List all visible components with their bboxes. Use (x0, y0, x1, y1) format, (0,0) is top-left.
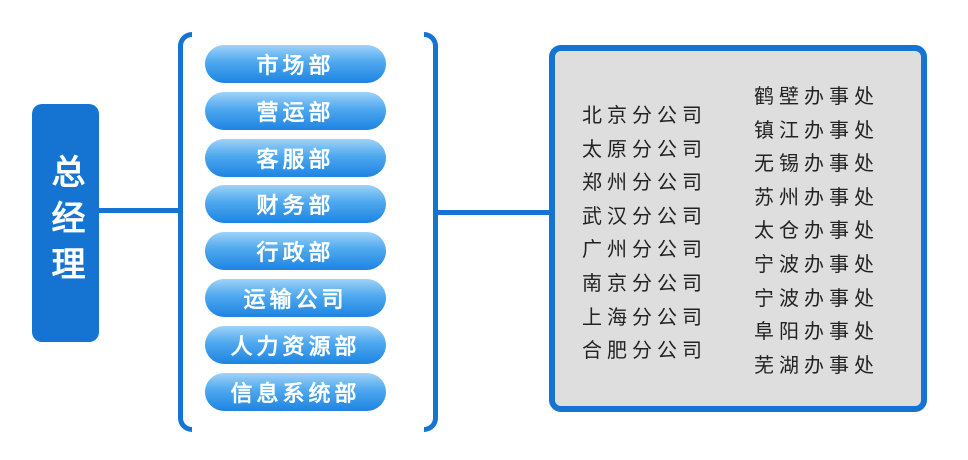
general-manager-label: 总经理 (45, 154, 85, 292)
departments-bracket-left (178, 32, 192, 432)
office-ningbo: 宁波办事处 (754, 251, 879, 276)
branch-nanjing: 南京分公司 (582, 270, 707, 295)
connector-manager-to-departments (99, 208, 180, 213)
department-administration: 行政部 (205, 232, 386, 271)
branch-taiyuan: 太原分公司 (582, 136, 707, 161)
office-fuyang: 阜阳办事处 (754, 319, 879, 344)
department-transport-company: 运输公司 (205, 278, 386, 317)
department-human-resources: 人力资源部 (205, 325, 386, 364)
general-manager-box: 总经理 (32, 104, 99, 342)
branch-guangzhou: 广州分公司 (582, 237, 707, 262)
department-marketing: 市场部 (205, 45, 386, 83)
branch-shanghai: 上海分公司 (582, 304, 707, 329)
department-list: 市场部 营运部 客服部 财务部 行政部 运输公司 人力资源部 信息系统部 (205, 45, 386, 419)
office-hebi: 鹤壁办事处 (754, 84, 879, 108)
branch-hefei: 合肥分公司 (582, 338, 707, 363)
department-finance: 财务部 (205, 185, 386, 224)
office-zhenjiang: 镇江办事处 (754, 117, 879, 142)
office-wuxi: 无锡办事处 (754, 151, 879, 176)
branch-wuhan: 武汉分公司 (582, 203, 707, 228)
connector-departments-to-branches (438, 210, 550, 215)
branch-company-list: 北京分公司 太原分公司 郑州分公司 武汉分公司 广州分公司 南京分公司 上海分公… (582, 99, 707, 368)
branch-zhengzhou: 郑州分公司 (582, 170, 707, 195)
branches-panel: 北京分公司 太原分公司 郑州分公司 武汉分公司 广州分公司 南京分公司 上海分公… (549, 45, 927, 412)
office-taicang: 太仓办事处 (754, 218, 879, 243)
office-list: 鹤壁办事处 镇江办事处 无锡办事处 苏州办事处 太仓办事处 宁波办事处 宁波办事… (754, 80, 879, 382)
department-operations: 营运部 (205, 91, 386, 130)
department-information-systems: 信息系统部 (205, 372, 386, 411)
departments-bracket-right (424, 32, 438, 432)
department-customer-service: 客服部 (205, 138, 386, 177)
branch-beijing: 北京分公司 (582, 103, 707, 127)
office-suzhou: 苏州办事处 (754, 184, 879, 209)
office-wuhu: 芜湖办事处 (754, 352, 879, 377)
office-ningbo-2: 宁波办事处 (754, 285, 879, 310)
